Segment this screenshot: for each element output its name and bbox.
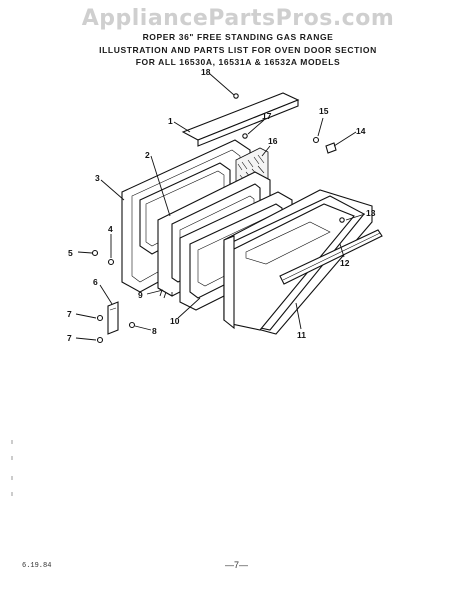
callout-16: 16 bbox=[268, 136, 278, 146]
callout-13: 13 bbox=[366, 208, 376, 218]
watermark-text: AppliancePartsPros.com bbox=[81, 6, 395, 31]
diagram-title: ROPER 36" FREE STANDING GAS RANGE bbox=[142, 32, 334, 42]
footer-date: 6.19.84 bbox=[22, 562, 52, 570]
callout-6: 6 bbox=[93, 277, 98, 287]
callout-12: 12 bbox=[340, 258, 350, 268]
callout-3: 3 bbox=[95, 173, 100, 183]
callout-17: 17 bbox=[262, 111, 272, 121]
footer-page-number: —7— bbox=[225, 560, 249, 570]
callout-numbers: 1 2 3 4 5 6 7 7 8 9 10 11 12 13 14 15 16… bbox=[67, 67, 376, 343]
door-top-trim bbox=[181, 92, 300, 147]
door-handle bbox=[279, 229, 383, 285]
diagram-models: FOR ALL 16530A, 16531A & 16532A MODELS bbox=[135, 57, 341, 67]
callout-11: 11 bbox=[297, 330, 306, 340]
hinge-bracket bbox=[107, 301, 119, 335]
callout-leaders bbox=[75, 73, 366, 341]
diagram-subtitle: ILLUSTRATION AND PARTS LIST FOR OVEN DOO… bbox=[99, 45, 377, 55]
callout-9: 9 bbox=[138, 290, 143, 300]
callout-10: 10 bbox=[170, 316, 180, 326]
callout-7b: 7 bbox=[67, 333, 72, 343]
callout-8: 8 bbox=[152, 326, 157, 336]
callout-5: 5 bbox=[68, 248, 73, 258]
outer-door-panel bbox=[223, 189, 373, 335]
callout-14: 14 bbox=[356, 126, 366, 136]
hardware-screws bbox=[91, 93, 345, 344]
callout-18: 18 bbox=[201, 67, 211, 77]
callout-1: 1 bbox=[168, 116, 173, 126]
callout-15: 15 bbox=[319, 106, 329, 116]
callout-2: 2 bbox=[145, 150, 150, 160]
callout-4: 4 bbox=[108, 224, 113, 234]
callout-7a: 7 bbox=[67, 309, 72, 319]
